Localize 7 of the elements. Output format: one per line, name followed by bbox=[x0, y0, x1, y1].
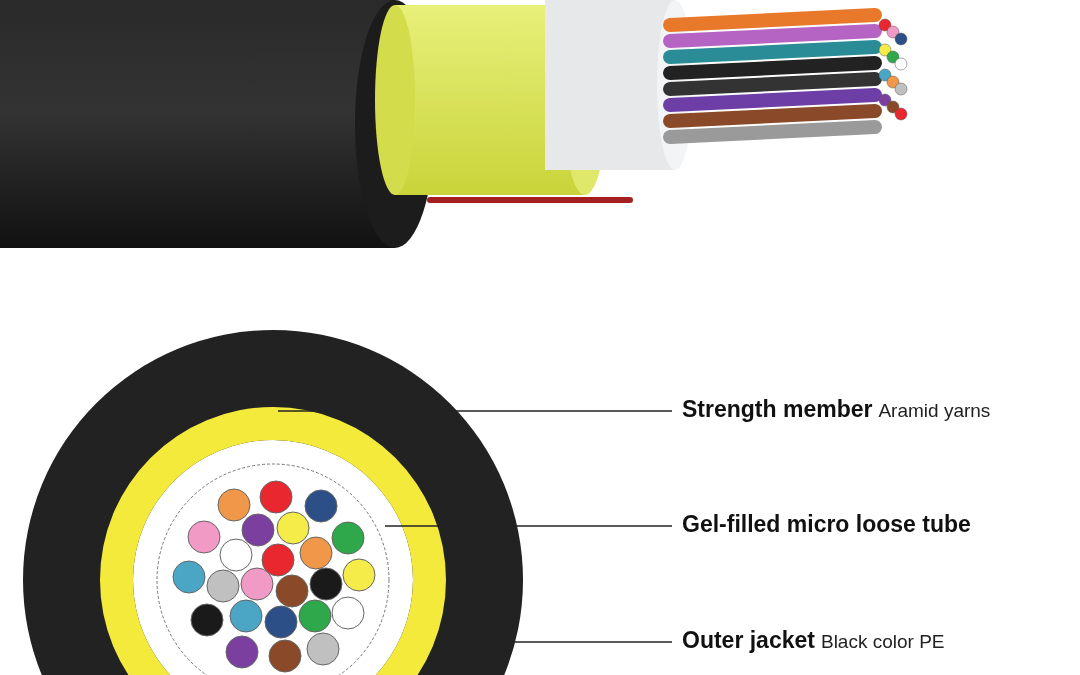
material-note: Aramid yarns bbox=[878, 400, 991, 421]
part-name: Outer jacket bbox=[682, 627, 815, 653]
leader-line bbox=[384, 525, 673, 527]
part-name: Gel-filled micro loose tube bbox=[682, 511, 971, 537]
leader-line bbox=[277, 410, 673, 412]
part-name: Strength member bbox=[682, 396, 873, 422]
material-note: Black color PE bbox=[820, 631, 945, 652]
